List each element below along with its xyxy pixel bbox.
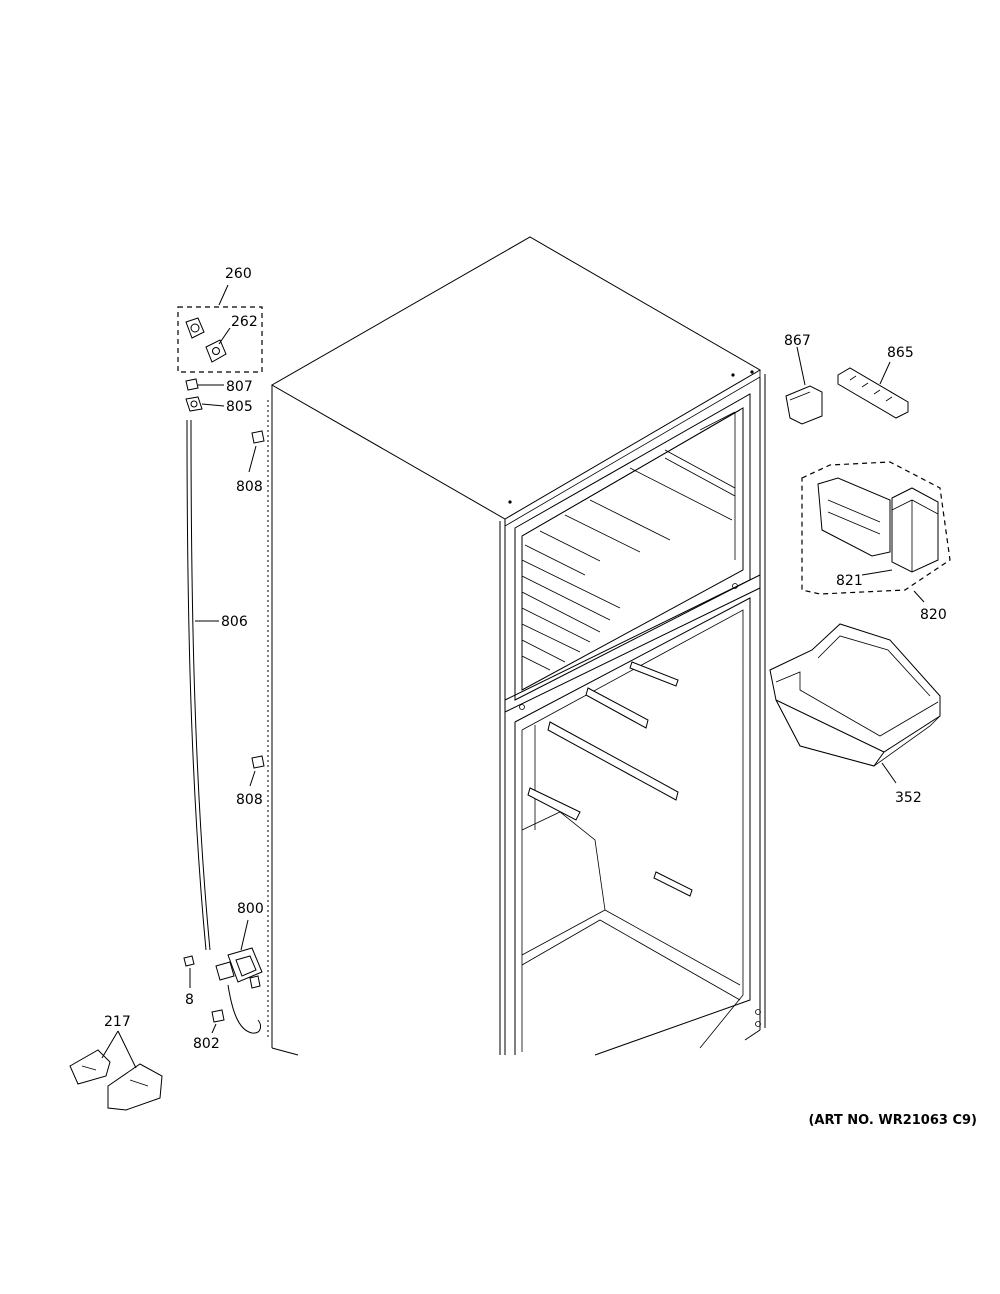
leader-217-b bbox=[117, 1030, 137, 1069]
leader-821 bbox=[861, 569, 893, 576]
art-number: (ART NO. WR21063 C9) bbox=[808, 1113, 977, 1128]
part-806-water-line bbox=[186, 419, 211, 951]
leader-217-a bbox=[101, 1030, 119, 1059]
leader-262 bbox=[218, 327, 231, 345]
callout-260: 260 bbox=[225, 266, 252, 282]
callout-806: 806 bbox=[221, 614, 248, 630]
callout-865: 865 bbox=[887, 345, 914, 361]
callout-262: 262 bbox=[231, 314, 258, 330]
leader-805 bbox=[201, 403, 225, 407]
part-217-leg-left bbox=[69, 1049, 111, 1085]
callout-808-upper: 808 bbox=[236, 479, 263, 495]
part-352-ice-bucket bbox=[769, 623, 941, 767]
leader-800 bbox=[240, 919, 249, 951]
callout-802: 802 bbox=[193, 1036, 220, 1052]
part-805-clamp bbox=[185, 396, 203, 412]
leader-808-upper bbox=[248, 445, 257, 473]
part-217-leg-right bbox=[107, 1063, 163, 1111]
callout-217: 217 bbox=[104, 1014, 131, 1030]
callout-800: 800 bbox=[237, 901, 264, 917]
part-808-clip-upper bbox=[251, 430, 265, 444]
part-800-water-valve bbox=[215, 947, 263, 1034]
leader-802 bbox=[211, 1023, 217, 1034]
leader-260 bbox=[218, 284, 229, 306]
part-867-bracket bbox=[785, 385, 823, 425]
part-807-fitting bbox=[185, 378, 199, 391]
leader-865 bbox=[879, 361, 891, 385]
callout-807: 807 bbox=[226, 379, 253, 395]
leader-820 bbox=[913, 590, 925, 603]
callout-820: 820 bbox=[920, 607, 947, 623]
part-8-screw bbox=[183, 955, 195, 967]
fresh-food-compartment bbox=[514, 597, 761, 1056]
part-262-bracket bbox=[185, 317, 227, 363]
part-865-ice-rail bbox=[837, 367, 909, 419]
callout-805: 805 bbox=[226, 399, 253, 415]
part-802-clip bbox=[211, 1009, 225, 1023]
leader-808-lower bbox=[249, 770, 256, 787]
callout-808-lower: 808 bbox=[236, 792, 263, 808]
leader-352 bbox=[881, 762, 897, 784]
part-821-ice-maker bbox=[817, 477, 939, 573]
kit-820-outline bbox=[801, 461, 951, 595]
refrigerator-cabinet bbox=[267, 236, 766, 1056]
part-808-clip-lower bbox=[251, 755, 265, 769]
callout-867: 867 bbox=[784, 333, 811, 349]
kit-260-outline bbox=[177, 306, 263, 373]
leader-867 bbox=[796, 346, 806, 386]
freezer-compartment bbox=[504, 393, 761, 713]
callout-8: 8 bbox=[185, 992, 194, 1008]
callout-821: 821 bbox=[836, 573, 863, 589]
callout-352: 352 bbox=[895, 790, 922, 806]
